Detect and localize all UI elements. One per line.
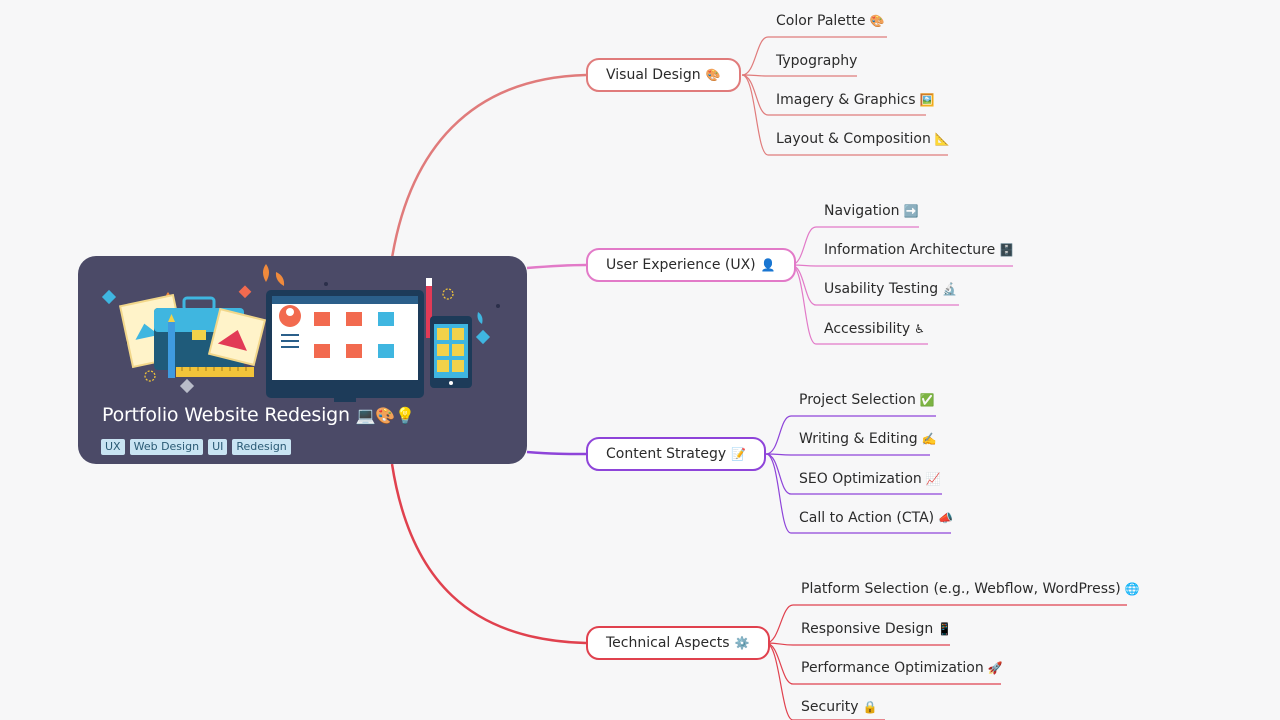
tag-redesign[interactable]: Redesign xyxy=(232,439,291,455)
leaf-platform-selection[interactable]: Platform Selection (e.g., Webflow, WordP… xyxy=(801,580,1140,598)
central-title-emoji: 💻🎨💡 xyxy=(355,406,415,425)
leaf-connector xyxy=(765,415,936,455)
trunk-connector xyxy=(526,450,587,456)
leaf-connector xyxy=(741,74,948,156)
trunk-connector xyxy=(390,463,587,645)
branch-label: User Experience (UX) xyxy=(606,257,756,273)
leaf-layout-composition[interactable]: Layout & Composition📐 xyxy=(776,130,950,148)
leaf-label: Information Architecture xyxy=(824,242,996,258)
megaphone-icon: 📣 xyxy=(938,511,954,525)
tag-ux[interactable]: UX xyxy=(101,439,125,455)
branch-label: Content Strategy xyxy=(606,446,727,462)
check-mark-icon: ✅ xyxy=(919,393,935,407)
leaf-connector xyxy=(765,604,1127,644)
trunk-connector xyxy=(390,73,587,259)
gear-icon: ⚙️ xyxy=(734,636,750,650)
leaf-label: Navigation xyxy=(824,203,900,219)
leaf-connector xyxy=(790,264,1013,267)
leaf-seo-optimization[interactable]: SEO Optimization📈 xyxy=(799,470,941,488)
microscope-icon: 🔬 xyxy=(942,282,958,296)
leaf-connector xyxy=(765,453,930,456)
leaf-label: Typography xyxy=(776,53,858,69)
memo-icon: 📝 xyxy=(731,447,747,461)
central-title-text: Portfolio Website Redesign xyxy=(102,404,350,426)
leaf-label: SEO Optimization xyxy=(799,471,922,487)
leaf-label: Platform Selection (e.g., Webflow, WordP… xyxy=(801,581,1121,597)
leaf-label: Accessibility xyxy=(824,321,911,337)
file-cabinet-icon: 🗄️ xyxy=(999,243,1015,257)
leaf-label: Project Selection xyxy=(799,392,916,408)
leaf-project-selection[interactable]: Project Selection✅ xyxy=(799,391,935,409)
central-title: Portfolio Website Redesign 💻🎨💡 xyxy=(102,404,415,426)
leaf-connector xyxy=(741,74,857,77)
rocket-icon: 🚀 xyxy=(987,661,1003,675)
leaf-writing-editing[interactable]: Writing & Editing✍️ xyxy=(799,430,937,448)
palette-icon: 🎨 xyxy=(705,68,721,82)
leaf-label: Usability Testing xyxy=(824,281,939,297)
writing-hand-icon: ✍️ xyxy=(921,432,937,446)
leaf-responsive-design[interactable]: Responsive Design📱 xyxy=(801,620,952,638)
mobile-phone-icon: 📱 xyxy=(937,622,953,636)
leaf-label: Writing & Editing xyxy=(799,431,918,447)
leaf-label: Call to Action (CTA) xyxy=(799,510,935,526)
globe-icon: 🌐 xyxy=(1124,582,1140,596)
leaf-label: Imagery & Graphics xyxy=(776,92,916,108)
leaf-label: Responsive Design xyxy=(801,621,934,637)
branch-content-strategy[interactable]: Content Strategy 📝 xyxy=(586,437,767,471)
trunk-connector xyxy=(526,263,587,270)
leaf-call-to-action[interactable]: Call to Action (CTA)📣 xyxy=(799,509,953,527)
leaf-performance-optimization[interactable]: Performance Optimization🚀 xyxy=(801,659,1003,677)
branch-technical-aspects[interactable]: Technical Aspects ⚙️ xyxy=(586,626,770,660)
branch-label: Technical Aspects xyxy=(606,635,730,651)
central-topic-card[interactable]: Portfolio Website Redesign 💻🎨💡 UX Web De… xyxy=(78,256,527,464)
leaf-label: Layout & Composition xyxy=(776,131,931,147)
leaf-connector xyxy=(765,642,885,720)
leaf-connector xyxy=(765,453,942,495)
leaf-color-palette[interactable]: Color Palette🎨 xyxy=(776,12,884,30)
user-icon: 👤 xyxy=(760,258,776,272)
leaf-accessibility[interactable]: Accessibility♿ xyxy=(824,320,925,338)
leaf-security[interactable]: Security🔒 xyxy=(801,698,877,716)
leaf-connector xyxy=(765,642,1001,685)
leaf-label: Performance Optimization xyxy=(801,660,984,676)
tag-ui[interactable]: UI xyxy=(208,439,228,455)
leaf-imagery-graphics[interactable]: Imagery & Graphics🖼️ xyxy=(776,91,934,109)
arrow-right-icon: ➡️ xyxy=(903,204,919,218)
tag-list: UX Web Design UI Redesign xyxy=(101,439,291,455)
tag-web-design[interactable]: Web Design xyxy=(129,439,204,455)
leaf-connector xyxy=(765,453,951,534)
chart-increasing-icon: 📈 xyxy=(925,472,941,486)
web-design-illustration xyxy=(101,264,500,402)
framed-picture-icon: 🖼️ xyxy=(919,93,935,107)
leaf-information-architecture[interactable]: Information Architecture🗄️ xyxy=(824,241,1014,259)
branch-user-experience[interactable]: User Experience (UX) 👤 xyxy=(586,248,796,282)
leaf-connector xyxy=(741,74,926,116)
leaf-connector xyxy=(765,642,950,646)
leaf-connector xyxy=(741,36,887,76)
lock-icon: 🔒 xyxy=(862,700,878,714)
triangular-ruler-icon: 📐 xyxy=(934,132,950,146)
branch-label: Visual Design xyxy=(606,67,701,83)
branch-visual-design[interactable]: Visual Design 🎨 xyxy=(586,58,741,92)
palette-icon: 🎨 xyxy=(869,14,885,28)
leaf-typography[interactable]: Typography xyxy=(776,52,857,70)
leaf-navigation[interactable]: Navigation➡️ xyxy=(824,202,918,220)
wheelchair-icon: ♿ xyxy=(914,322,925,336)
leaf-label: Color Palette xyxy=(776,13,866,29)
leaf-usability-testing[interactable]: Usability Testing🔬 xyxy=(824,280,957,298)
leaf-label: Security xyxy=(801,699,859,715)
